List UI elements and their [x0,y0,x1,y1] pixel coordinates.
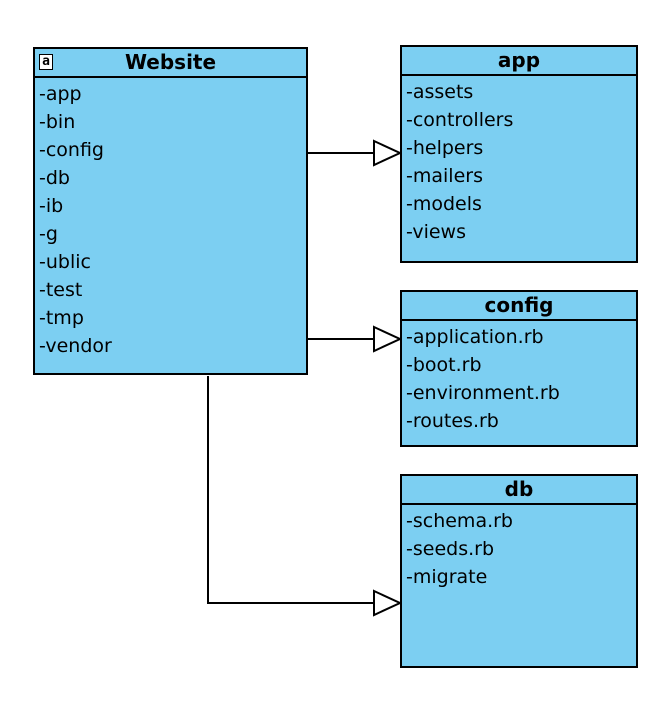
app-item-list: -assets -controllers -helpers -mailers -… [402,76,636,246]
list-item: -config [39,139,104,161]
list-item: -helpers [406,137,484,159]
list-item: -ib [39,195,64,217]
list-item: -views [406,221,466,243]
list-item: -environment.rb [406,382,560,404]
list-item: -db [39,167,70,189]
app-box[interactable]: app -assets -controllers -helpers -maile… [400,45,638,263]
list-item: -bin [39,111,76,133]
website-item-list: -app -bin -config -db -ib -g -ublic -tes… [35,78,306,360]
class-icon: a [39,54,53,70]
list-item: -controllers [406,109,514,131]
list-item: -routes.rb [406,410,499,432]
list-item: -assets [406,81,474,103]
config-item-list: -application.rb -boot.rb -environment.rb… [402,321,636,435]
list-item: -tmp [39,307,84,329]
list-item: -g [39,223,58,245]
db-box[interactable]: db -schema.rb -seeds.rb -migrate [400,474,638,668]
arrowhead-config [373,325,403,353]
db-item-list: -schema.rb -seeds.rb -migrate [402,505,636,591]
arrowhead-app [373,139,403,167]
website-box-title: a Website [35,49,306,78]
list-item: -vendor [39,335,112,357]
db-box-title: db [402,476,636,505]
config-box-title: config [402,292,636,321]
list-item: -models [406,193,482,215]
list-item: -boot.rb [406,354,482,376]
list-item: -app [39,83,82,105]
list-item: -mailers [406,165,483,187]
list-item: -migrate [406,566,488,588]
arrowhead-db [373,589,403,617]
list-item: -test [39,279,83,301]
list-item: -seeds.rb [406,538,495,560]
app-box-title: app [402,47,636,76]
website-box[interactable]: a Website -app -bin -config -db -ib -g -… [33,47,308,375]
website-title-text: Website [124,50,217,74]
list-item: -application.rb [406,326,544,348]
connector-website-db [207,376,374,604]
config-box[interactable]: config -application.rb -boot.rb -environ… [400,290,638,447]
list-item: -schema.rb [406,510,513,532]
list-item: -ublic [39,251,91,273]
